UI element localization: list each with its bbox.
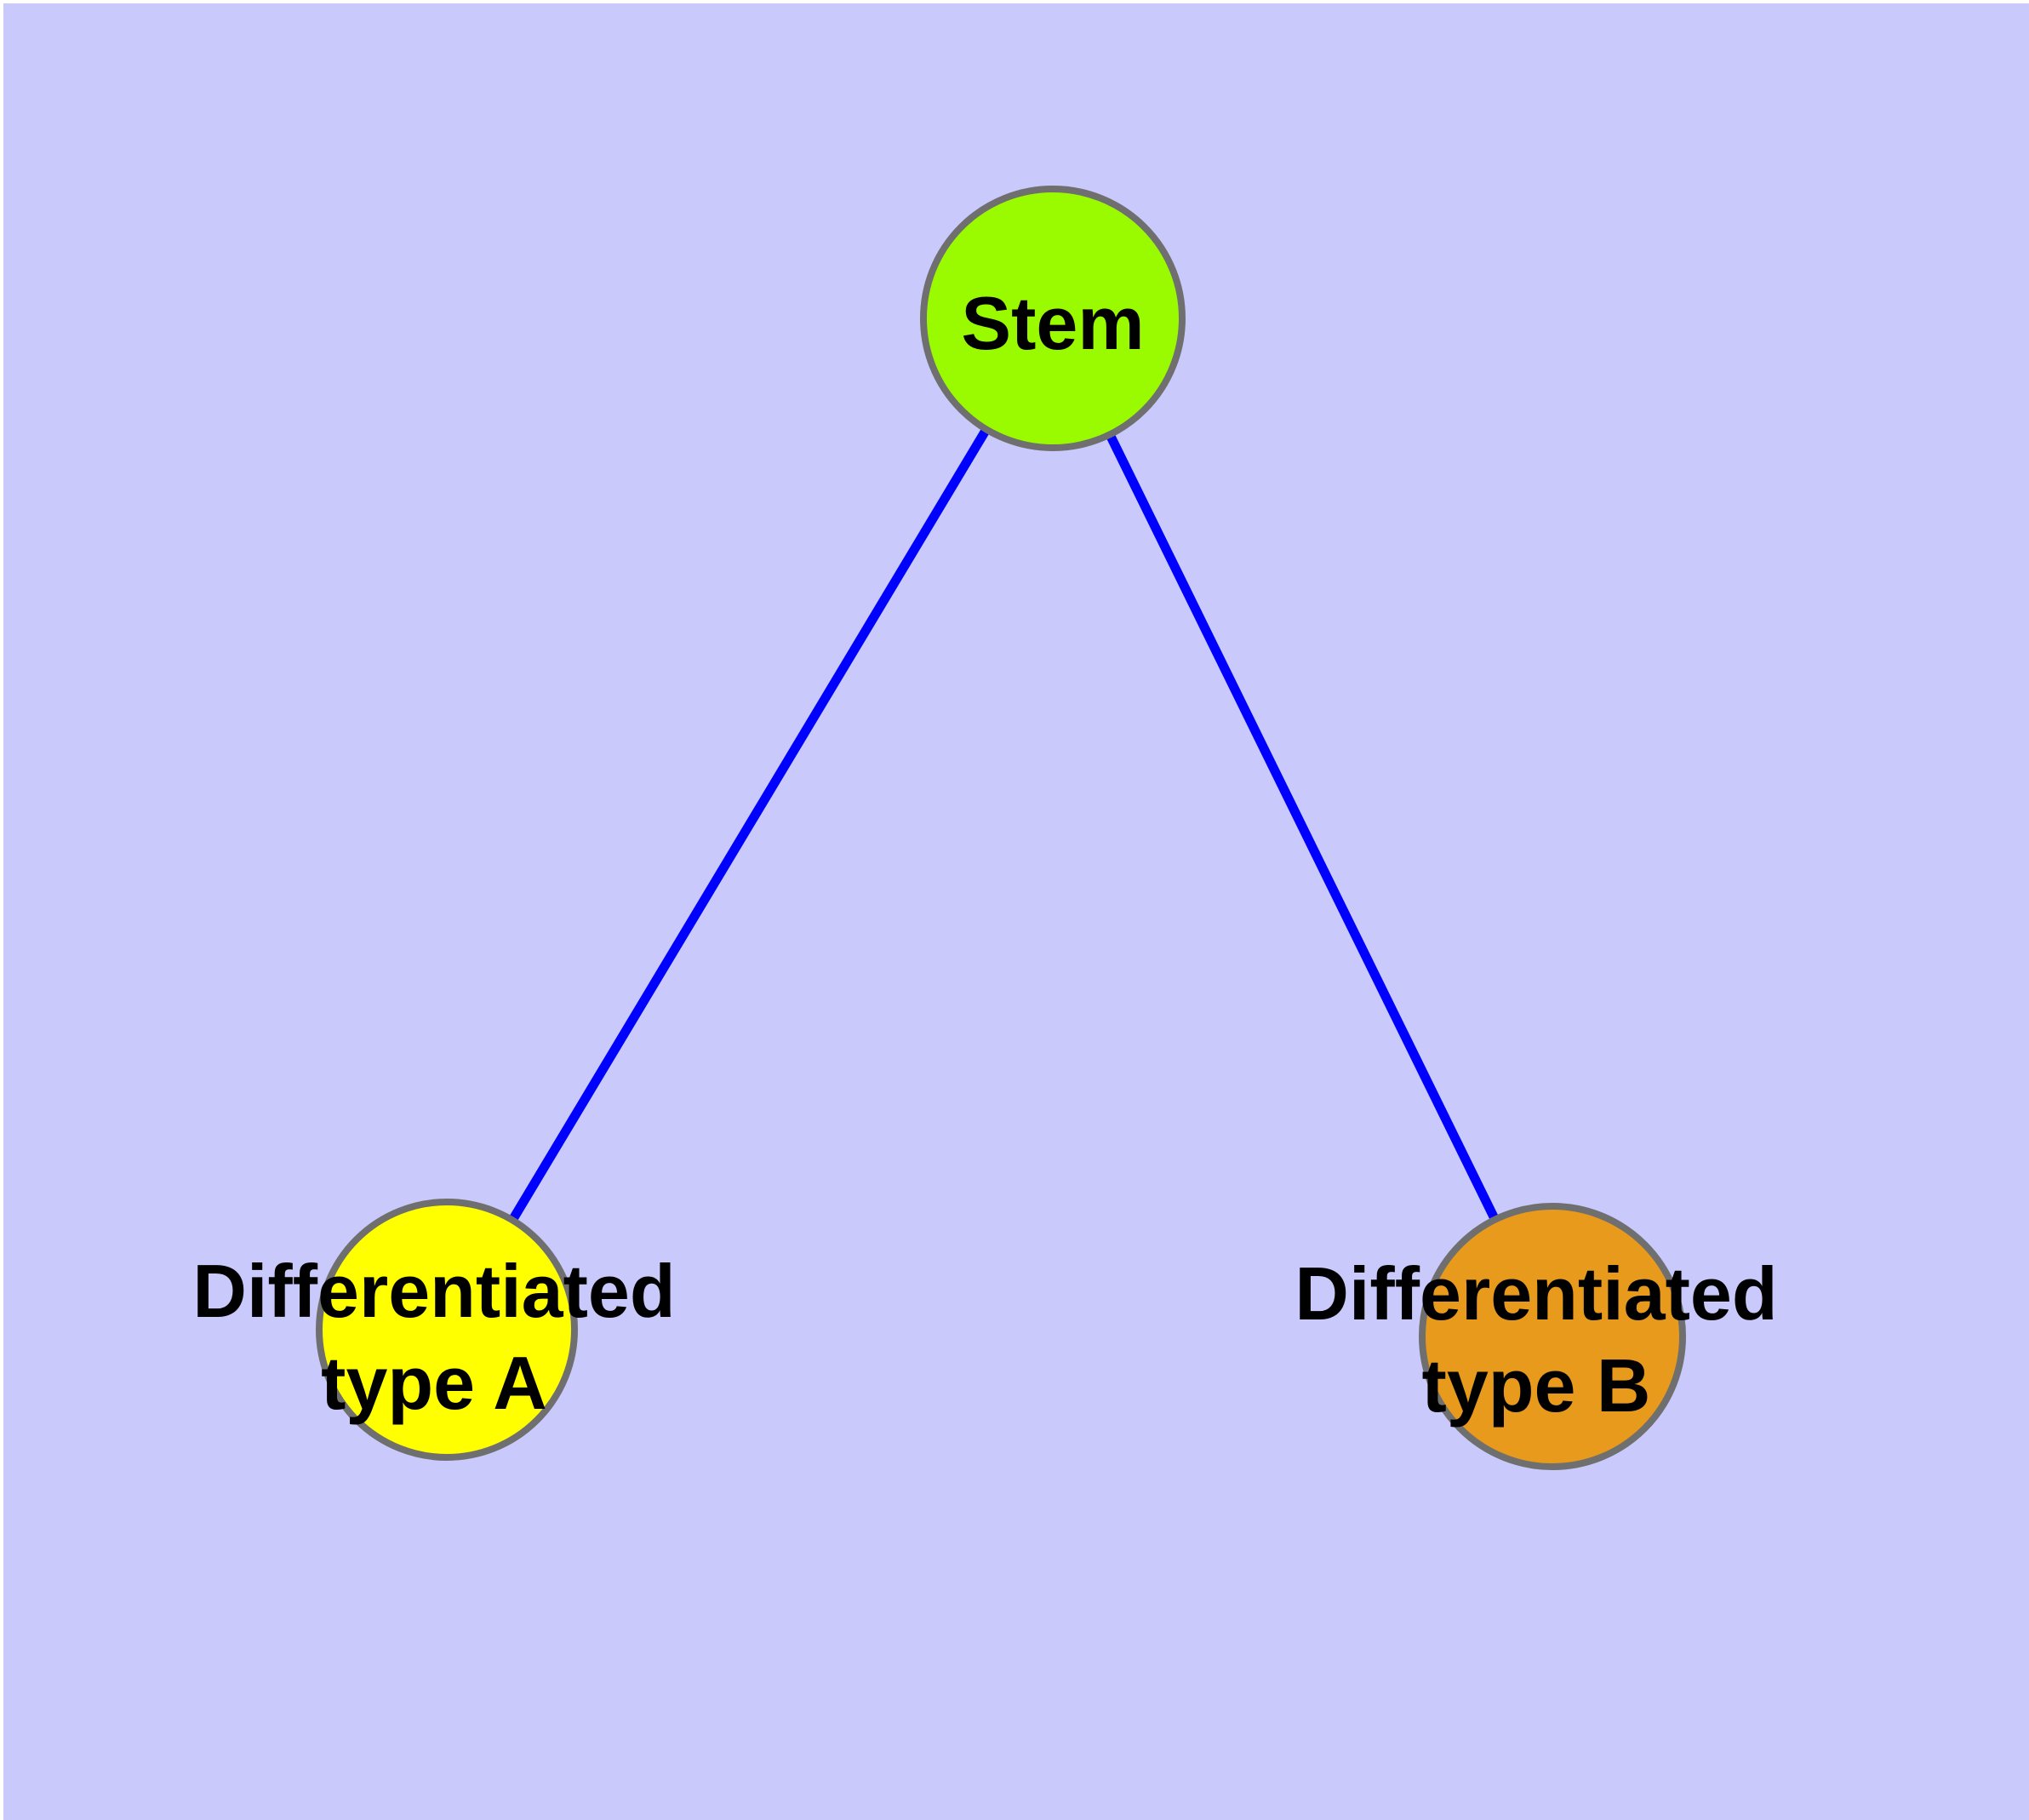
stem-node-label: Stem bbox=[961, 281, 1144, 365]
stem-node-circle[interactable] bbox=[920, 186, 1186, 451]
edge-stem-to-type-a bbox=[443, 316, 1057, 1332]
differentiated-type-a-label-line2: type A bbox=[321, 1341, 547, 1425]
differentiated-type-b-label-line1: Differentiated bbox=[1295, 1251, 1777, 1336]
differentiated-type-b-node-circle[interactable] bbox=[1419, 1203, 1686, 1470]
differentiated-type-a-node-circle[interactable] bbox=[316, 1199, 578, 1461]
differentiated-type-a-label-line1: Differentiated bbox=[192, 1249, 675, 1333]
edge-stem-to-type-b bbox=[1049, 316, 1557, 1339]
differentiated-type-b-label-line2: type B bbox=[1422, 1343, 1651, 1428]
